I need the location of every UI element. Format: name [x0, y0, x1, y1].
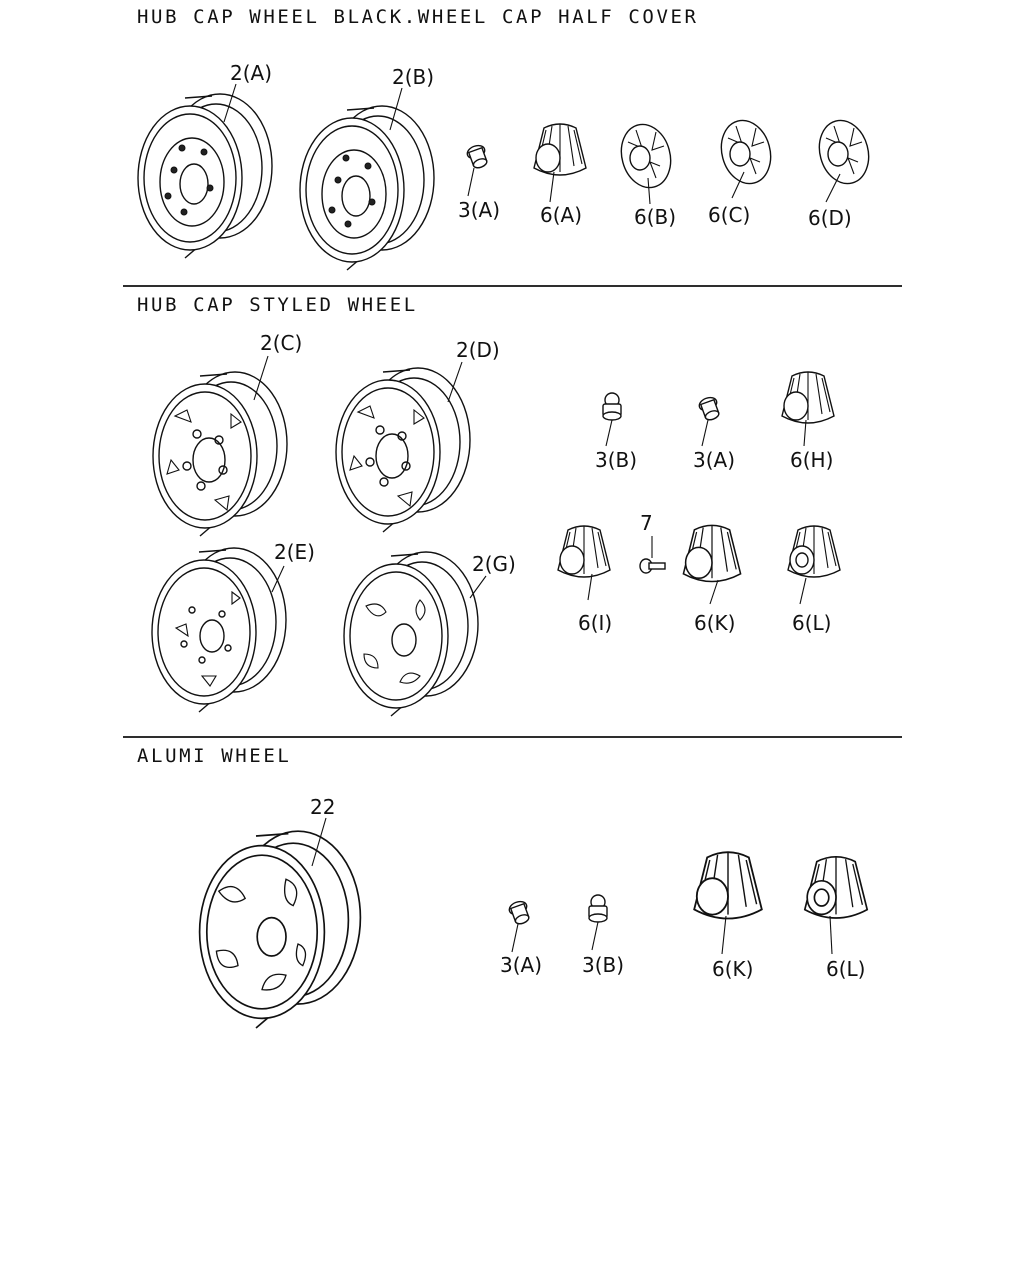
wheel-2d — [335, 367, 471, 533]
section-title-hub-cap-styled-wheel: HUB CAP STYLED WHEEL — [137, 294, 418, 316]
section-1-parts: 2(A) 2(B) 3(A) 6(A) 6(B) 6(C) 6(D) — [137, 61, 877, 271]
callout-6l-s3: 6(L) — [826, 957, 865, 981]
center-cap-6k-s3 — [693, 851, 763, 920]
section-title-hub-cap-wheel-black: HUB CAP WHEEL BLACK.WHEEL CAP HALF COVER — [137, 6, 699, 28]
wheel-2b — [299, 105, 435, 271]
wheel-2g — [343, 551, 479, 717]
cap-nut-3b — [602, 392, 622, 421]
section-3-parts: 22 3(A) 3(B) 6(K) 6(L) — [198, 795, 869, 1029]
lug-nut-3a-s2 — [696, 394, 721, 423]
callout-3a-s1: 3(A) — [458, 198, 500, 222]
callout-2g: 2(G) — [472, 552, 516, 576]
hub-cap-6d — [811, 114, 877, 190]
callout-6k: 6(K) — [694, 611, 735, 635]
hub-cap-6b — [613, 118, 679, 194]
callout-3b-s3: 3(B) — [582, 953, 624, 977]
center-cap-6h — [781, 371, 835, 424]
cap-nut-3b-s3 — [588, 894, 608, 923]
section-title-alumi-wheel: ALUMI WHEEL — [137, 745, 292, 767]
callout-7: 7 — [640, 511, 653, 535]
callout-6c: 6(C) — [708, 203, 750, 227]
center-cap-6a — [533, 123, 587, 176]
wheel-2c — [152, 371, 288, 537]
callout-2d: 2(D) — [456, 338, 500, 362]
callout-6d: 6(D) — [808, 206, 852, 230]
callout-6i: 6(I) — [578, 611, 612, 635]
center-cap-6l — [787, 525, 841, 578]
wheel-2a — [137, 93, 273, 259]
wheel-22 — [198, 830, 362, 1029]
center-cap-6i — [557, 525, 611, 578]
callout-2b: 2(B) — [392, 65, 434, 89]
hub-cap-6c — [713, 114, 779, 190]
callout-3a-s3: 3(A) — [500, 953, 542, 977]
section-2-parts: 2(C) 2(D) 3(B) 3(A) 6(H) 2(E) — [151, 331, 841, 717]
callout-6a: 6(A) — [540, 203, 582, 227]
center-cap-6k — [682, 524, 742, 583]
callout-6l: 6(L) — [792, 611, 831, 635]
callout-3a-s2: 3(A) — [693, 448, 735, 472]
callout-2c: 2(C) — [260, 331, 302, 355]
callout-6h: 6(H) — [790, 448, 833, 472]
wheel-2e — [151, 547, 287, 713]
bolt-7 — [639, 558, 666, 574]
callout-6b: 6(B) — [634, 205, 676, 229]
center-cap-6l-s3 — [803, 855, 869, 919]
callout-22: 22 — [310, 795, 335, 819]
callout-2e: 2(E) — [274, 540, 315, 564]
callout-3b-s2: 3(B) — [595, 448, 637, 472]
callout-6k-s3: 6(K) — [712, 957, 753, 981]
lug-nut-3a — [464, 142, 489, 171]
callout-2a: 2(A) — [230, 61, 272, 85]
lug-nut-3a-s3 — [506, 898, 531, 927]
